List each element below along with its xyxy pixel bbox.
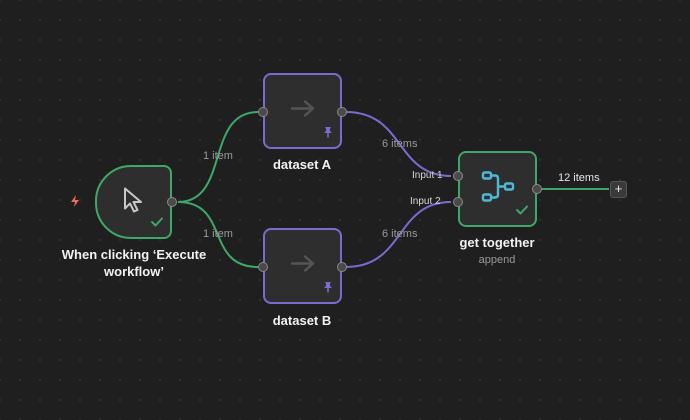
edge-label-trigger-to-dataset-b: 1 item	[203, 228, 233, 240]
node-subtitle-merge: append	[478, 254, 516, 266]
dataset-b-output-handle[interactable]	[337, 262, 347, 272]
arrow-right-icon	[289, 254, 317, 279]
edge-label-trigger-to-dataset-a: 1 item	[203, 150, 233, 162]
plus-icon: +	[614, 181, 623, 196]
merge-input-1-label: Input 1	[412, 170, 443, 181]
node-title-merge: get together	[459, 235, 535, 250]
node-title-dataset-b: dataset B	[272, 313, 332, 328]
edge-label-dataset-b-to-merge: 6 items	[382, 228, 418, 240]
merge-input-2-handle[interactable]	[453, 197, 463, 207]
trigger-output-handle[interactable]	[167, 197, 177, 207]
node-manual-trigger[interactable]	[95, 165, 172, 239]
check-icon	[150, 215, 164, 233]
dataset-a-input-handle[interactable]	[258, 107, 268, 117]
edge-label-dataset-a-to-merge: 6 items	[382, 138, 418, 150]
node-title-dataset-a: dataset A	[272, 157, 332, 172]
arrow-right-icon	[289, 99, 317, 124]
node-merge[interactable]	[458, 151, 537, 227]
lightning-bolt-icon	[68, 194, 82, 213]
merge-output-handle[interactable]	[532, 184, 542, 194]
merge-input-2-label: Input 2	[410, 196, 441, 207]
cursor-icon	[119, 185, 149, 220]
dataset-a-output-handle[interactable]	[337, 107, 347, 117]
edge-label-merge-output: 12 items	[558, 172, 600, 184]
dataset-b-input-handle[interactable]	[258, 262, 268, 272]
node-dataset-a[interactable]	[263, 73, 342, 149]
merge-icon	[480, 170, 516, 209]
check-icon	[515, 203, 529, 221]
pin-icon	[322, 125, 334, 143]
add-node-button[interactable]: +	[610, 181, 627, 198]
merge-input-1-handle[interactable]	[453, 171, 463, 181]
pin-icon	[322, 280, 334, 298]
node-dataset-b[interactable]	[263, 228, 342, 304]
node-title-trigger: When clicking ‘Execute workflow’	[61, 247, 207, 279]
